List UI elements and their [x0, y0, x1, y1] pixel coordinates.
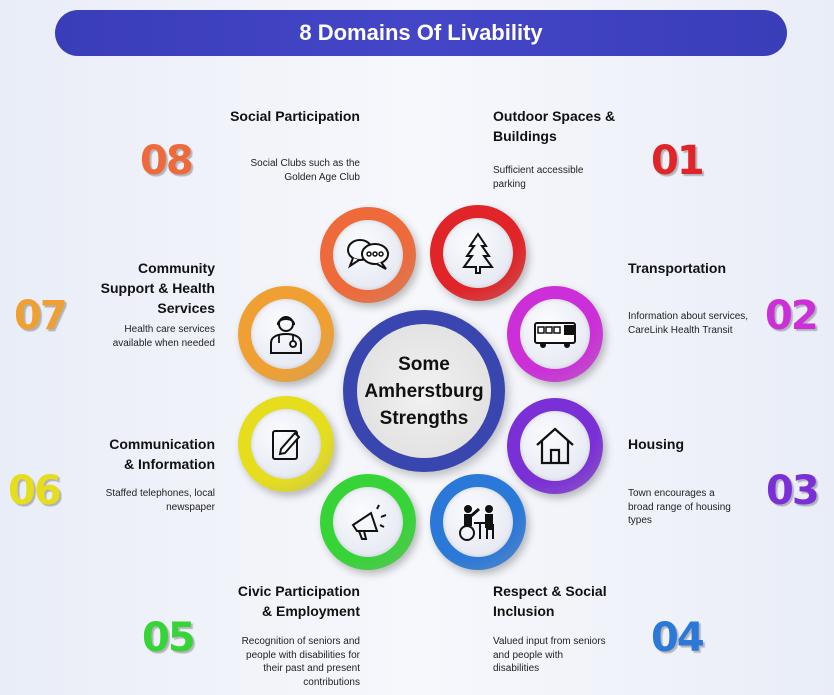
domain-number: 06: [8, 468, 62, 514]
ring-inner: [443, 487, 513, 557]
domain-number: 07: [14, 293, 68, 339]
domain-03-ring: [507, 398, 603, 494]
domain-description: Town encourages a broad range of housing t…: [628, 487, 778, 528]
domain-number: 08: [140, 138, 194, 184]
center-line: Amherstburg: [364, 380, 484, 402]
desc-line: Social Clubs such as the: [250, 158, 360, 169]
title-line: & Employment: [261, 603, 360, 619]
ring-inner: [251, 409, 321, 479]
bus-icon: [534, 322, 576, 348]
house-icon: [536, 427, 574, 465]
desc-line: people with disabilities for: [246, 649, 360, 661]
domain-08-ring: [320, 207, 416, 303]
domain-description: Information about services, CareLink Heal…: [628, 310, 778, 337]
tree-icon: [462, 232, 494, 274]
title-line: Services: [157, 300, 215, 316]
domain-06-ring: [238, 396, 334, 492]
center-line: Strengths: [379, 407, 469, 429]
desc-line: Sufficient accessible: [493, 165, 584, 176]
people-at-table-icon: [459, 505, 494, 541]
domain-title: Transportation: [628, 258, 778, 278]
title-line: Transportation: [628, 260, 727, 276]
desc-line: Town encourages a: [628, 488, 715, 499]
desc-line: contributions: [303, 676, 360, 688]
ring-inner: [443, 218, 513, 288]
domain-title: Communication & Information: [65, 434, 215, 474]
megaphone-icon: [351, 504, 387, 540]
domain-description: Health care services available when neede…: [65, 323, 215, 350]
domain-title: Outdoor Spaces & Buildings: [493, 106, 643, 146]
domain-description: Valued input from seniors and people with…: [493, 635, 643, 676]
domain-number: 04: [651, 615, 705, 661]
edit-note-icon: [272, 430, 301, 460]
domain-04-ring: [430, 474, 526, 570]
domain-description: Sufficient accessible parking: [493, 164, 643, 191]
desc-line: Information about services,: [628, 311, 749, 322]
title-line: Housing: [628, 436, 684, 452]
domain-description: Recognition of seniors and people with di…: [210, 635, 360, 689]
desc-line: their past and present: [263, 663, 360, 674]
domain-title: Social Participation: [210, 106, 360, 126]
ring-inner: [520, 299, 590, 369]
domain-description: Staffed telephones, local newspaper: [65, 487, 215, 514]
domain-number: 03: [766, 468, 820, 514]
desc-line: available when needed: [112, 337, 215, 349]
domain-number: 05: [142, 615, 196, 661]
domain-05-ring: [320, 474, 416, 570]
desc-line: and people with: [493, 649, 564, 661]
title-line: Support & Health: [100, 280, 215, 296]
domain-07-ring: [238, 286, 334, 382]
title-line: Communication: [109, 436, 215, 452]
title-line: Respect & Social: [493, 583, 607, 599]
domain-number: 01: [651, 138, 705, 184]
desc-line: parking: [493, 178, 526, 190]
doctor-icon: [270, 316, 302, 354]
title-line: & Information: [124, 456, 215, 472]
desc-line: Golden Age Club: [284, 171, 360, 183]
title-line: Outdoor Spaces &: [493, 108, 616, 124]
desc-line: Health care services: [124, 324, 215, 335]
domain-02-ring: [507, 286, 603, 382]
domain-number: 02: [765, 293, 819, 339]
title-line: Inclusion: [493, 603, 555, 619]
title-line: Social Participation: [230, 108, 360, 124]
desc-line: CareLink Health Transit: [628, 324, 733, 336]
domain-title: Civic Participation & Employment: [210, 581, 360, 621]
center-circle: Some Amherstburg Strengths: [343, 310, 505, 472]
desc-line: types: [628, 515, 652, 526]
domain-title: Housing: [628, 434, 778, 454]
ring-inner: [333, 220, 403, 290]
ring-inner: [520, 411, 590, 481]
desc-line: Valued input from seniors: [493, 636, 606, 647]
desc-line: broad range of housing: [628, 501, 731, 513]
title-line: Community: [138, 260, 215, 276]
ring-inner: [333, 487, 403, 557]
desc-line: Recognition of seniors and: [241, 636, 360, 647]
title-line: Civic Participation: [237, 583, 360, 599]
title-line: Buildings: [493, 128, 557, 144]
chat-bubbles-icon: [347, 239, 389, 270]
desc-line: Staffed telephones, local: [105, 488, 215, 499]
domain-01-ring: [430, 205, 526, 301]
center-line: Some: [398, 353, 450, 375]
desc-line: newspaper: [166, 501, 215, 513]
desc-line: disabilities: [493, 663, 540, 674]
ring-inner: [251, 299, 321, 369]
title-banner: 8 Domains Of Livability: [55, 10, 787, 56]
